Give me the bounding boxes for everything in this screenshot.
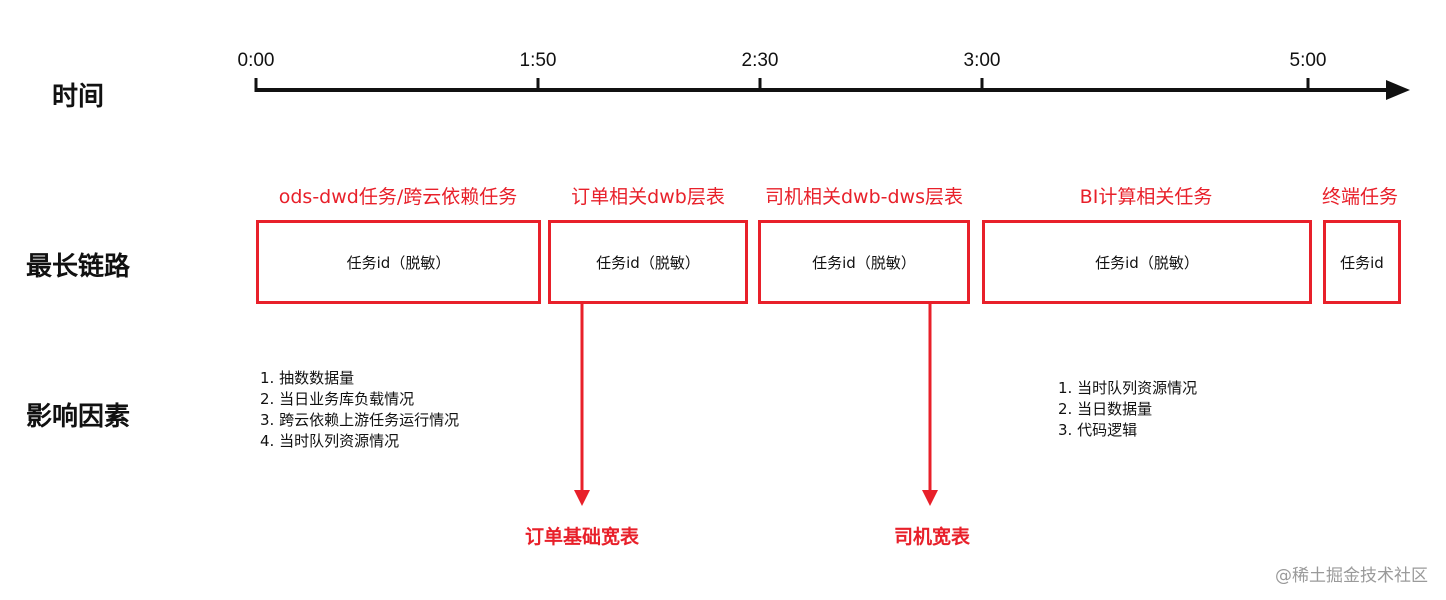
driver-wide-table-label: 司机宽表 xyxy=(893,526,971,548)
factor-list-left: 1. 抽数数据量 2. 当日业务库负载情况 3. 跨云依赖上游任务运行情况 4.… xyxy=(260,368,459,452)
stage-title: 终端任务 xyxy=(1321,186,1399,208)
stage-title: 司机相关dwb-dws层表 xyxy=(764,186,964,208)
task-box-label: 任务id（脱敏） xyxy=(812,253,916,272)
factor-item: 1. 抽数数据量 xyxy=(260,369,355,387)
factor-item: 3. 跨云依赖上游任务运行情况 xyxy=(260,411,460,429)
tick-label: 3:00 xyxy=(963,50,1001,71)
stage-title: BI计算相关任务 xyxy=(1079,186,1213,208)
stage-title: 订单相关dwb层表 xyxy=(571,186,725,208)
task-box-terminal: 任务id xyxy=(1323,220,1401,304)
arrowhead-order-wide-table xyxy=(574,490,590,506)
order-wide-table-label: 订单基础宽表 xyxy=(524,526,640,548)
task-box-label: 任务id（脱敏） xyxy=(596,253,700,272)
tick-label: 0:00 xyxy=(237,50,275,71)
task-box-ods-dwd: 任务id（脱敏） xyxy=(256,220,541,304)
tick-label: 1:50 xyxy=(519,50,557,71)
factor-item: 4. 当时队列资源情况 xyxy=(260,432,400,450)
axis-arrowhead xyxy=(1386,80,1410,100)
tick-label: 2:30 xyxy=(741,50,779,71)
row-label-factors: 影响因素 xyxy=(26,402,131,432)
tick-label: 5:00 xyxy=(1289,50,1327,71)
row-label-critical-path: 最长链路 xyxy=(26,252,131,282)
factor-list-right: 1. 当时队列资源情况 2. 当日数据量 3. 代码逻辑 xyxy=(1058,378,1197,441)
stage-title: ods-dwd任务/跨云依赖任务 xyxy=(278,186,518,208)
task-box-bi: 任务id（脱敏） xyxy=(982,220,1312,304)
watermark: @稀土掘金技术社区 xyxy=(1275,566,1428,586)
task-box-driver-dwb-dws: 任务id（脱敏） xyxy=(758,220,970,304)
row-label-time: 时间 xyxy=(52,82,105,112)
task-box-label: 任务id（脱敏） xyxy=(346,253,451,272)
task-box-label: 任务id（脱敏） xyxy=(1095,253,1199,272)
factor-item: 3. 代码逻辑 xyxy=(1058,421,1138,439)
factor-item: 2. 当日数据量 xyxy=(1058,400,1153,418)
task-box-label: 任务id xyxy=(1340,253,1384,272)
task-box-order-dwb: 任务id（脱敏） xyxy=(548,220,748,304)
factor-item: 1. 当时队列资源情况 xyxy=(1058,379,1198,397)
arrowhead-driver-wide-table xyxy=(922,490,938,506)
factor-item: 2. 当日业务库负载情况 xyxy=(260,390,415,408)
